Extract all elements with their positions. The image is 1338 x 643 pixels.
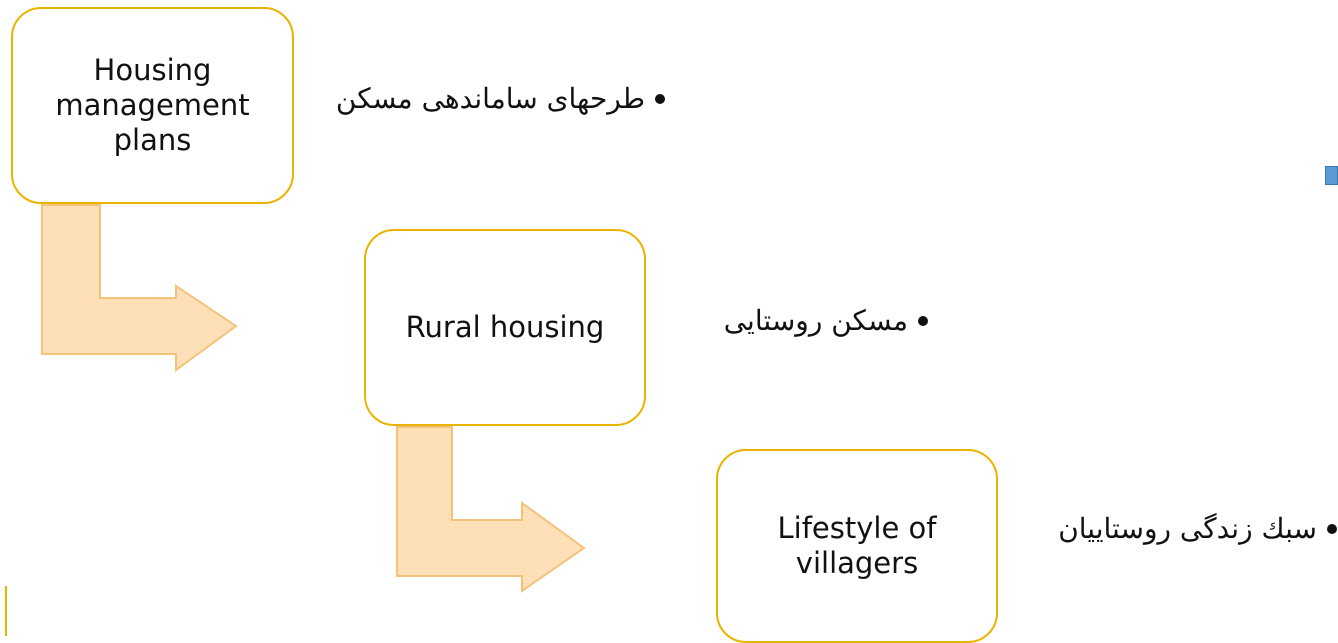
bullet-rural-housing-fa: مسکن روستایی: [724, 304, 928, 337]
node-lifestyle-of-villagers: Lifestyle of villagers: [716, 449, 998, 643]
accent-square-icon: [1325, 166, 1338, 185]
bullet-text: سبك زندگی روستاییان: [1058, 512, 1317, 545]
decorative-line: [5, 586, 7, 636]
bullet-text: مسکن روستایی: [723, 304, 908, 337]
bullet-housing-management-plans-fa: طرحهای ساماندهی مسکن: [336, 82, 665, 115]
bullet-dot-icon: [918, 315, 928, 326]
node-label: Lifestyle of villagers: [777, 511, 937, 580]
bullet-text: طرحهای ساماندهی مسکن: [335, 82, 645, 115]
bullet-dot-icon: [1327, 523, 1337, 534]
node-housing-management-plans: Housing management plans: [11, 7, 294, 204]
bullet-dot-icon: [655, 93, 665, 104]
bent-arrow-plans-to-rural: [41, 204, 238, 372]
node-rural-housing: Rural housing: [364, 229, 646, 426]
node-label: Rural housing: [405, 310, 605, 345]
bullet-lifestyle-of-villagers-fa: سبك زندگی روستاییان: [1058, 512, 1337, 545]
node-label: Housing management plans: [55, 53, 250, 157]
bent-arrow-rural-to-lifestyle: [396, 426, 586, 593]
